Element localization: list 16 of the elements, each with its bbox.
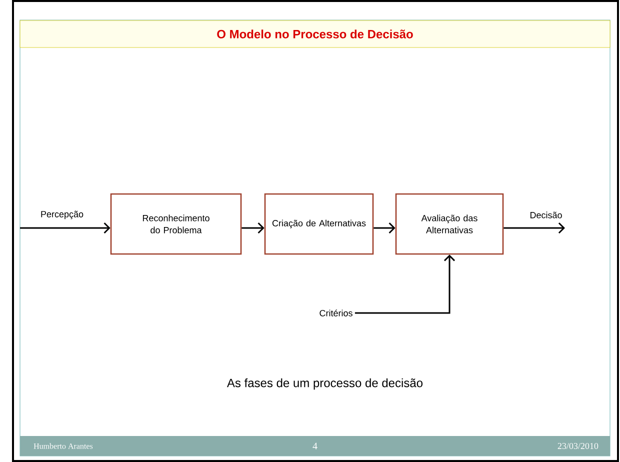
title-banner: O Modelo no Processo de Decisão xyxy=(20,20,610,48)
footer-text: 23/03/2010 xyxy=(558,442,598,450)
footer-text: Humberto Arantes xyxy=(34,443,93,449)
arrow xyxy=(354,254,456,314)
input-label: Critérios xyxy=(320,310,352,316)
arrow xyxy=(20,222,110,234)
arrow xyxy=(374,222,396,234)
edge-label: Percepção xyxy=(41,210,84,220)
arrow xyxy=(242,222,264,234)
process-box: Criação de Alternativas xyxy=(264,193,374,255)
arrow xyxy=(504,222,565,234)
footer-text: 4 xyxy=(312,442,318,450)
caption: As fases de um processo de decisão xyxy=(226,378,422,390)
process-box: Reconhecimento do Problema xyxy=(110,193,242,255)
edge-label: Decisão xyxy=(530,212,562,218)
process-box: Avaliação das Alternativas xyxy=(395,193,504,255)
